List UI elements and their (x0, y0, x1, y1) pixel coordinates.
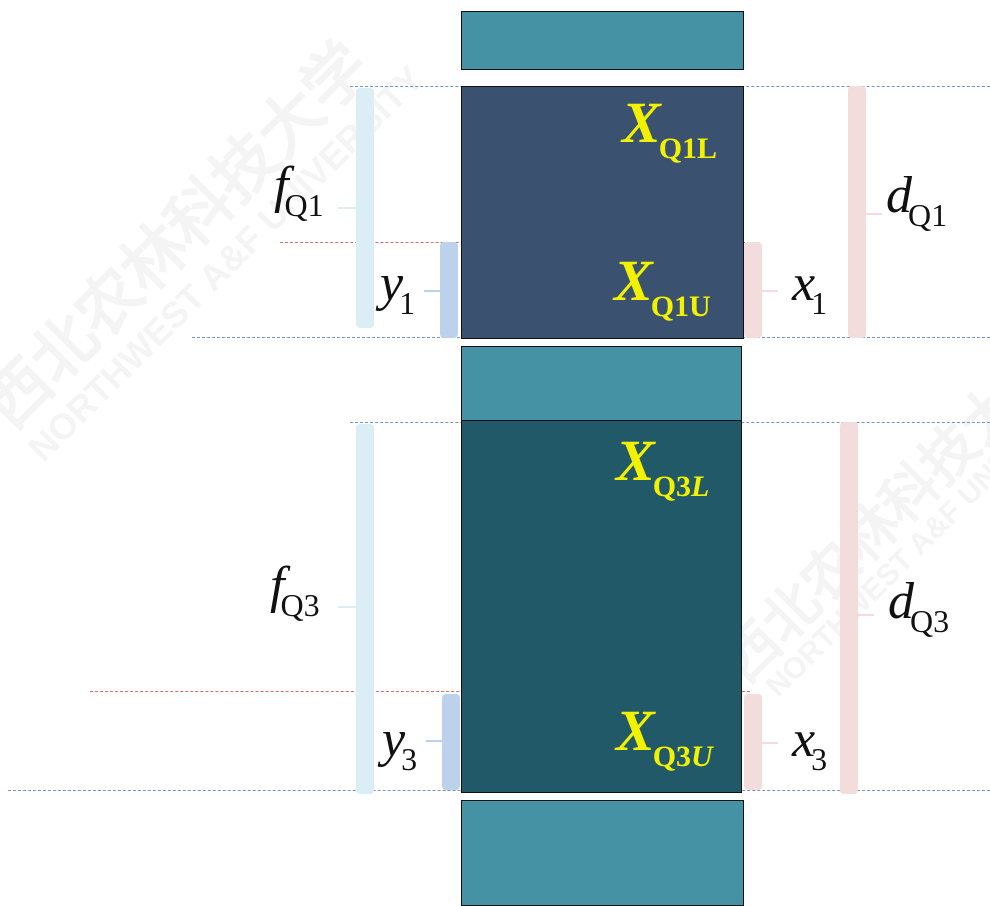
q1-y-label-main: y (380, 255, 404, 312)
q3-x-label: x3 (792, 711, 831, 776)
q3-lower-bound-main: X (616, 428, 655, 493)
q3-y-label: y3 (382, 711, 421, 776)
q3-d-brace (840, 422, 858, 794)
q1-x-brace (744, 242, 762, 338)
q1-d-brace (848, 86, 866, 338)
middle-teal-box (461, 346, 742, 422)
q3-upper-bound-main: X (616, 698, 655, 763)
q3-lower-bound-label: XQ3L (616, 432, 711, 502)
q1-d-label: dQ1 (886, 167, 951, 232)
q1-lower-bound-sub-q: Q (658, 132, 683, 165)
q1-y-brace-tick (424, 290, 440, 292)
q3-lower-bound-sub-l: L (691, 470, 710, 503)
q3-x-brace (744, 694, 762, 790)
q3-upper-bound-sub-num: 3 (676, 740, 692, 773)
q1-f-label-main: f (274, 157, 289, 214)
q3-upper-bound-sub-u: U (691, 740, 713, 773)
q3-x-label-sub: 3 (811, 741, 828, 777)
q3-d-label-main: d (888, 573, 914, 630)
q3-f-label: fQ3 (270, 557, 324, 622)
q3-y-brace-tick (426, 740, 442, 742)
bottom-teal-box (461, 800, 744, 906)
q3-f-brace-tick (338, 606, 356, 608)
q3-mid-dashed-line (90, 691, 750, 692)
q3-lower-bound-sub-q: Q (652, 470, 677, 503)
q3-d-label-sub: Q3 (910, 603, 950, 639)
q3-box (461, 420, 742, 793)
q3-f-label-main: f (270, 557, 285, 614)
q1-lower-bound-main: X (622, 90, 661, 155)
q3-upper-bound-sub-q: Q (652, 740, 677, 773)
q1-upper-bound-main: X (614, 248, 653, 313)
q1-y-brace (440, 242, 458, 338)
q1-x-label-sub: 1 (811, 285, 828, 321)
q1-upper-bound-label: XQ1U (614, 252, 713, 322)
watermark-cn: 西北农林科技大学 (0, 28, 384, 442)
q1-f-label-sub: Q1 (284, 187, 324, 223)
q1-d-label-sub: Q1 (908, 197, 948, 233)
q1-d-label-main: d (886, 167, 912, 224)
q3-upper-bound-label: XQ3U (616, 702, 715, 772)
q1-y-label: y1 (380, 255, 419, 320)
q3-y-label-main: y (382, 711, 406, 768)
q3-y-label-sub: 3 (401, 741, 418, 777)
q3-lower-bound-sub-num: 3 (676, 470, 692, 503)
q1-x-brace-tick (762, 290, 778, 292)
q1-upper-bound-sub-num: 1 (674, 290, 690, 323)
q1-lower-bound-label: XQ1L (622, 94, 719, 164)
q3-x-label-main: x (792, 711, 816, 768)
q1-d-brace-tick (866, 213, 882, 215)
q1-y-label-sub: 1 (399, 285, 416, 321)
q3-d-brace-tick (858, 614, 874, 616)
q1-upper-bound-sub-u: U (689, 290, 711, 323)
q1-f-brace (356, 88, 374, 328)
q1-x-label: x1 (792, 255, 831, 320)
q3-x-brace-tick (762, 742, 778, 744)
q1-f-brace-tick (338, 207, 356, 209)
q1-upper-bound-sub-q: Q (650, 290, 675, 323)
q3-f-brace (356, 424, 374, 794)
q1-box (461, 86, 744, 339)
q1-f-label: fQ1 (274, 157, 328, 222)
q3-d-label: dQ3 (888, 573, 953, 638)
q3-y-brace (442, 694, 460, 790)
q1-lower-bound-sub-num: 1 (682, 132, 698, 165)
top-teal-box (461, 11, 744, 70)
q3-f-label-sub: Q3 (280, 587, 320, 623)
q1-lower-bound-sub-l: L (697, 132, 718, 165)
q1-x-label-main: x (792, 255, 816, 312)
